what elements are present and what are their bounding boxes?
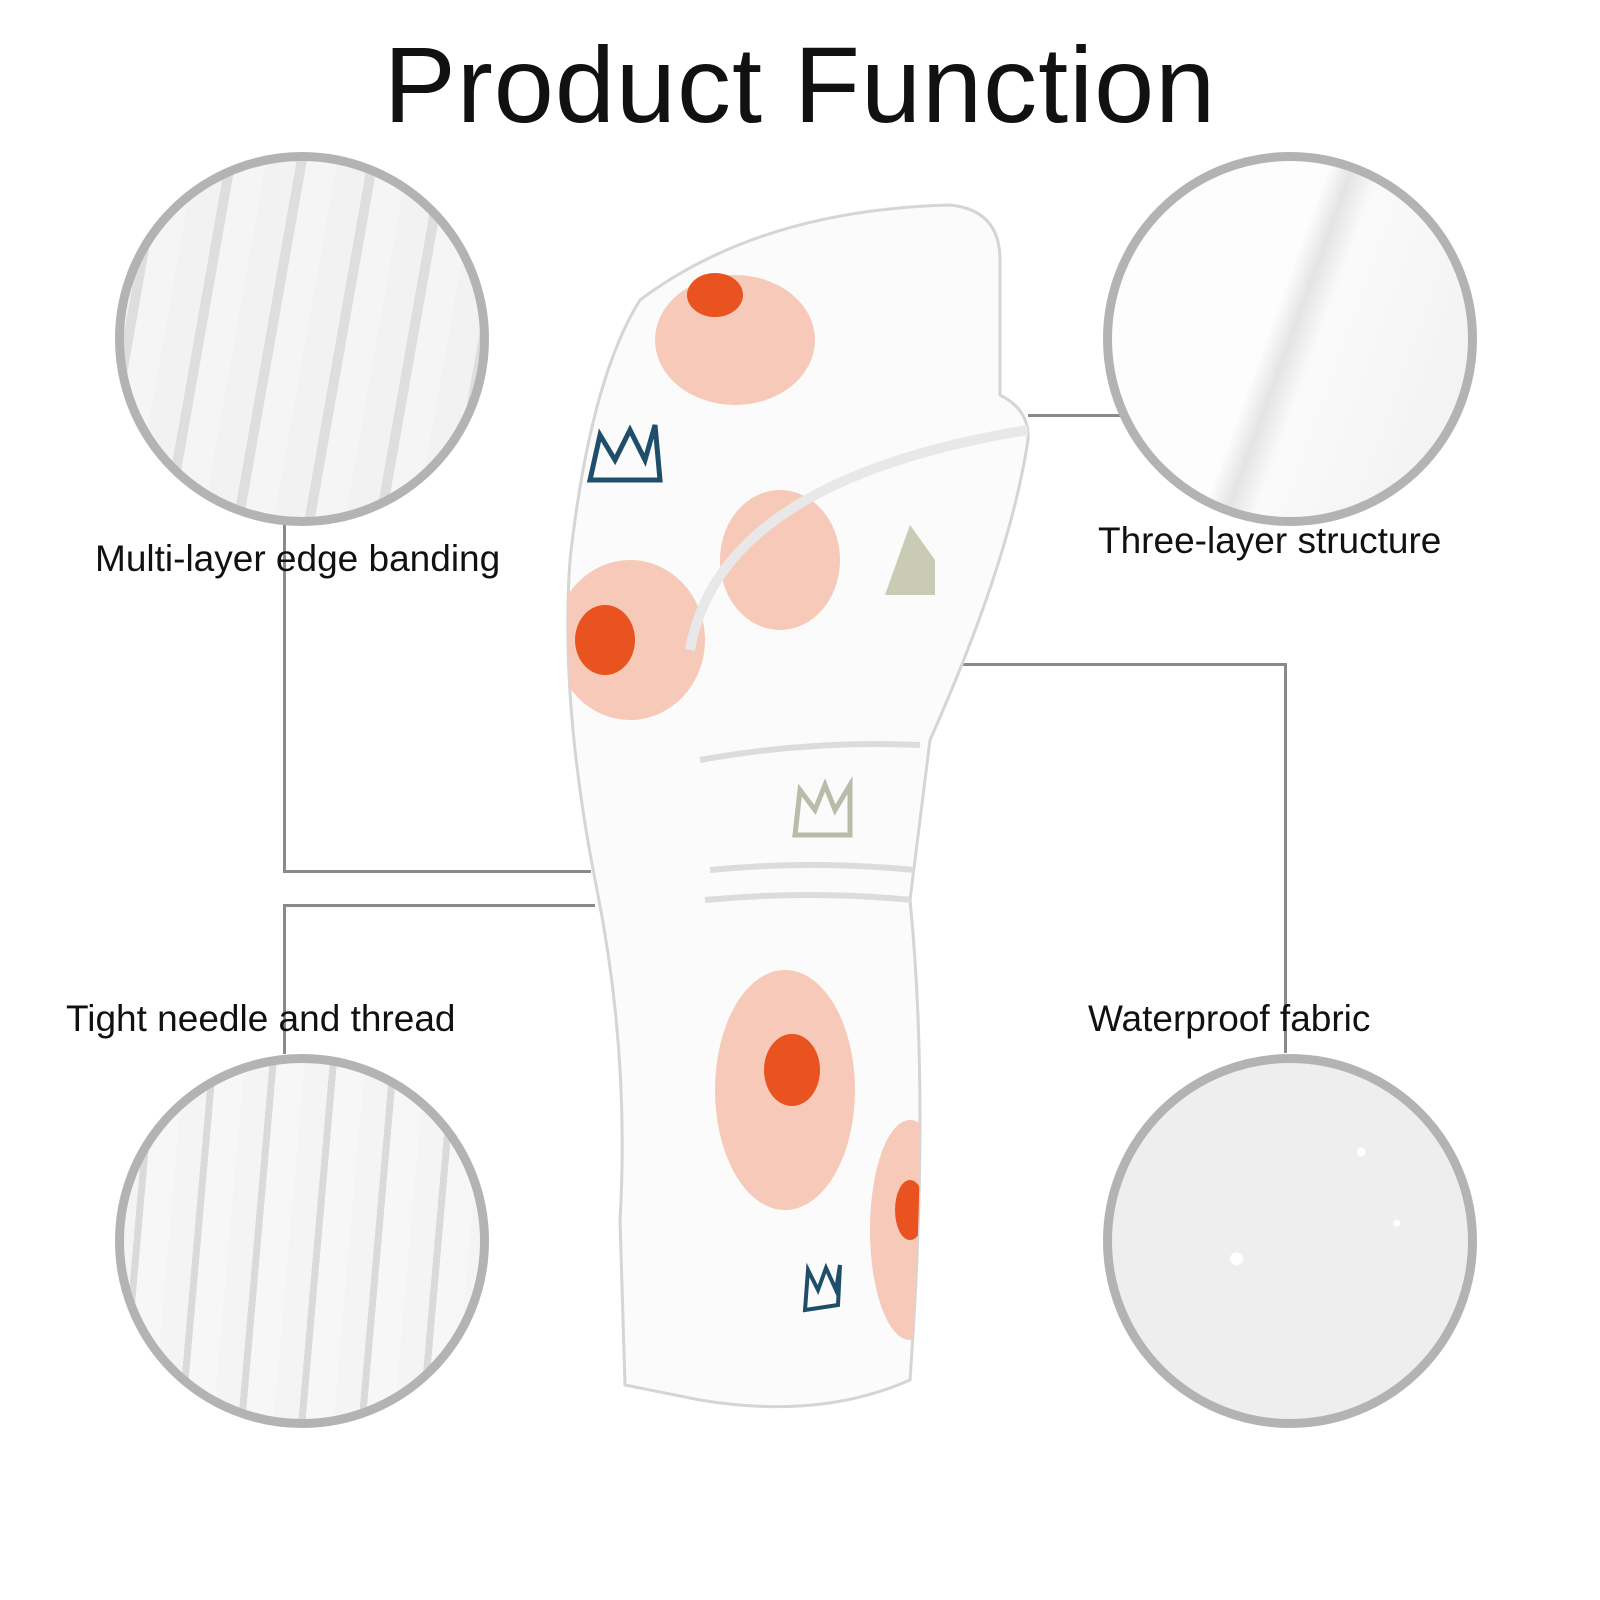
edge-banding-closeup — [115, 152, 489, 526]
layer-structure-closeup — [1103, 152, 1477, 526]
stitching-closeup — [115, 1054, 489, 1428]
pig-icon — [715, 970, 855, 1210]
pig-icon — [655, 273, 815, 405]
page-title: Product Function — [383, 24, 1217, 145]
feature-label: Three-layer structure — [1098, 520, 1442, 561]
feature-label: Waterproof fabric — [1088, 998, 1371, 1039]
connector-line — [283, 904, 595, 907]
feature-label: Multi-layer edge banding — [95, 538, 501, 579]
crown-icon — [586, 424, 663, 483]
connector-line — [283, 870, 591, 873]
connector-line — [1028, 414, 1123, 417]
connector-line — [1284, 663, 1287, 1053]
water-droplets-closeup — [1103, 1054, 1477, 1428]
crown-icon — [792, 775, 853, 838]
pig-icon — [567, 560, 705, 720]
feature-label: Tight needle and thread — [66, 998, 456, 1039]
pig-icon — [870, 1120, 950, 1340]
connector-line — [283, 512, 286, 872]
connector-line — [283, 904, 286, 1054]
pig-icon — [720, 490, 840, 630]
connector-line — [895, 663, 1287, 666]
crown-icon — [802, 1262, 842, 1313]
